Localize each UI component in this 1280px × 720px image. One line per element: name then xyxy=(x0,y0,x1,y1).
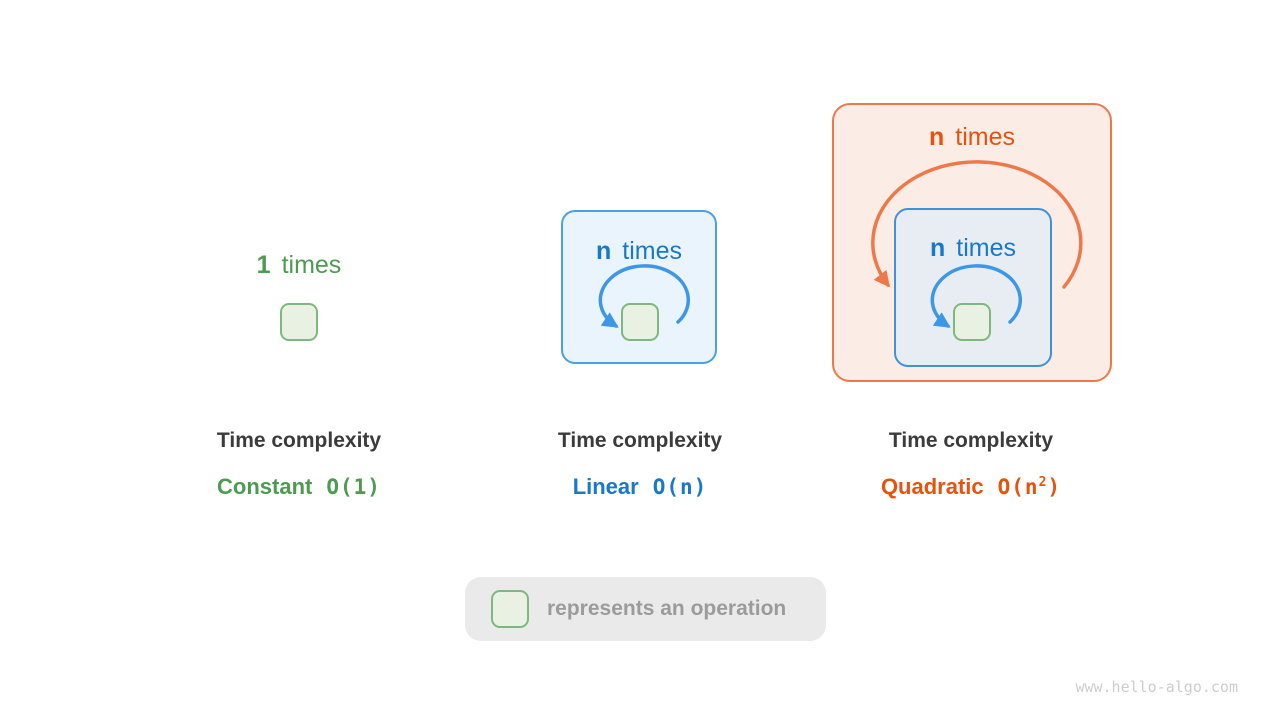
quadratic-outer-count: n xyxy=(928,123,945,151)
constant-notation: O(1) xyxy=(326,475,381,499)
quadratic-title: Time complexity xyxy=(888,429,1054,452)
linear-name: Linear xyxy=(572,474,639,499)
constant-count-word: times xyxy=(281,251,342,279)
quadratic-notation: O(n2) xyxy=(997,475,1062,499)
watermark: www.hello-algo.com xyxy=(1075,678,1238,696)
quadratic-complexity-label: Quadratic O(n2) xyxy=(811,474,1131,500)
operation-square xyxy=(621,303,659,341)
quadratic-inner-count: n xyxy=(929,234,946,262)
linear-count: n xyxy=(595,237,612,265)
quadratic-outer-count-word: times xyxy=(955,123,1015,151)
constant-complexity-label: Constant O(1) xyxy=(139,474,459,500)
linear-title: Time complexity xyxy=(557,429,723,452)
constant-name: Constant xyxy=(217,474,313,499)
quadratic-outer-count-label: n times xyxy=(832,125,1112,150)
linear-notation: O(n) xyxy=(652,475,708,499)
linear-count-word: times xyxy=(622,237,682,265)
quadratic-inner-loop-box xyxy=(894,208,1052,367)
operation-square xyxy=(280,303,318,341)
quadratic-inner-count-label: n times xyxy=(894,236,1052,261)
legend-label: represents an operation xyxy=(547,597,787,620)
constant-title: Time complexity xyxy=(216,429,382,452)
legend-operation-square xyxy=(491,590,529,628)
linear-complexity-label: Linear O(n) xyxy=(480,474,800,500)
linear-count-label: n times xyxy=(561,239,717,264)
legend: represents an operation xyxy=(465,577,826,641)
constant-count-label: 1 times xyxy=(219,253,379,278)
constant-count: 1 xyxy=(256,251,271,279)
quadratic-inner-count-word: times xyxy=(956,234,1016,262)
operation-square xyxy=(953,303,991,341)
quadratic-name: Quadratic xyxy=(880,474,984,499)
